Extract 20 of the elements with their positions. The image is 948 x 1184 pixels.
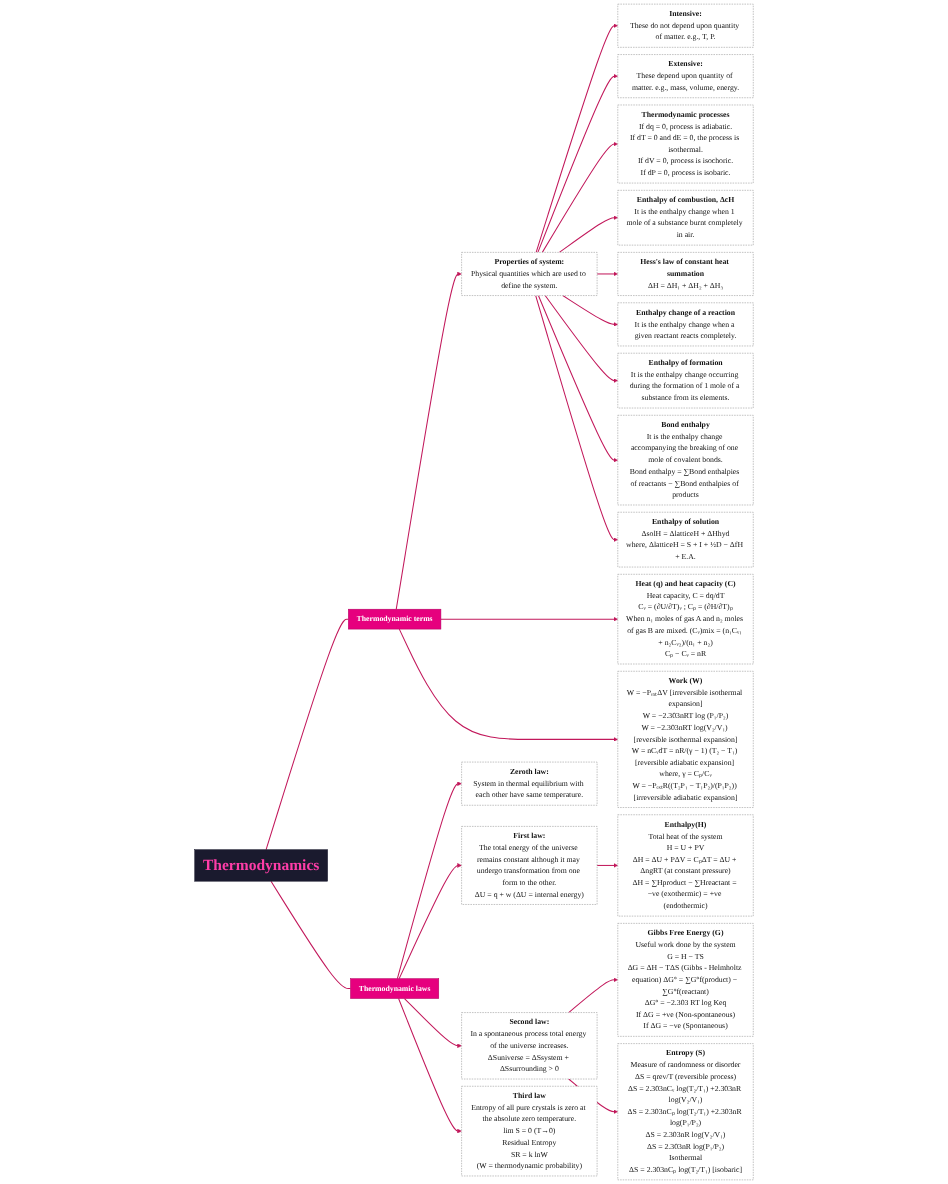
arrow	[541, 141, 618, 253]
arrow	[396, 781, 462, 980]
arrow	[535, 295, 618, 542]
arrow	[596, 271, 618, 277]
arrow	[537, 295, 618, 463]
arrow	[537, 73, 618, 253]
arrow	[568, 977, 618, 1014]
arrow	[562, 295, 618, 327]
arrow	[398, 863, 462, 980]
arrow	[395, 271, 462, 610]
arrow	[403, 998, 462, 1049]
arrow	[440, 616, 618, 622]
arrow	[558, 215, 618, 253]
arrow	[535, 23, 618, 253]
arrow	[398, 998, 462, 1134]
arrow	[544, 295, 618, 383]
arrow	[398, 628, 618, 742]
arrow	[596, 863, 618, 868]
connector	[265, 618, 349, 851]
connector	[270, 880, 351, 990]
